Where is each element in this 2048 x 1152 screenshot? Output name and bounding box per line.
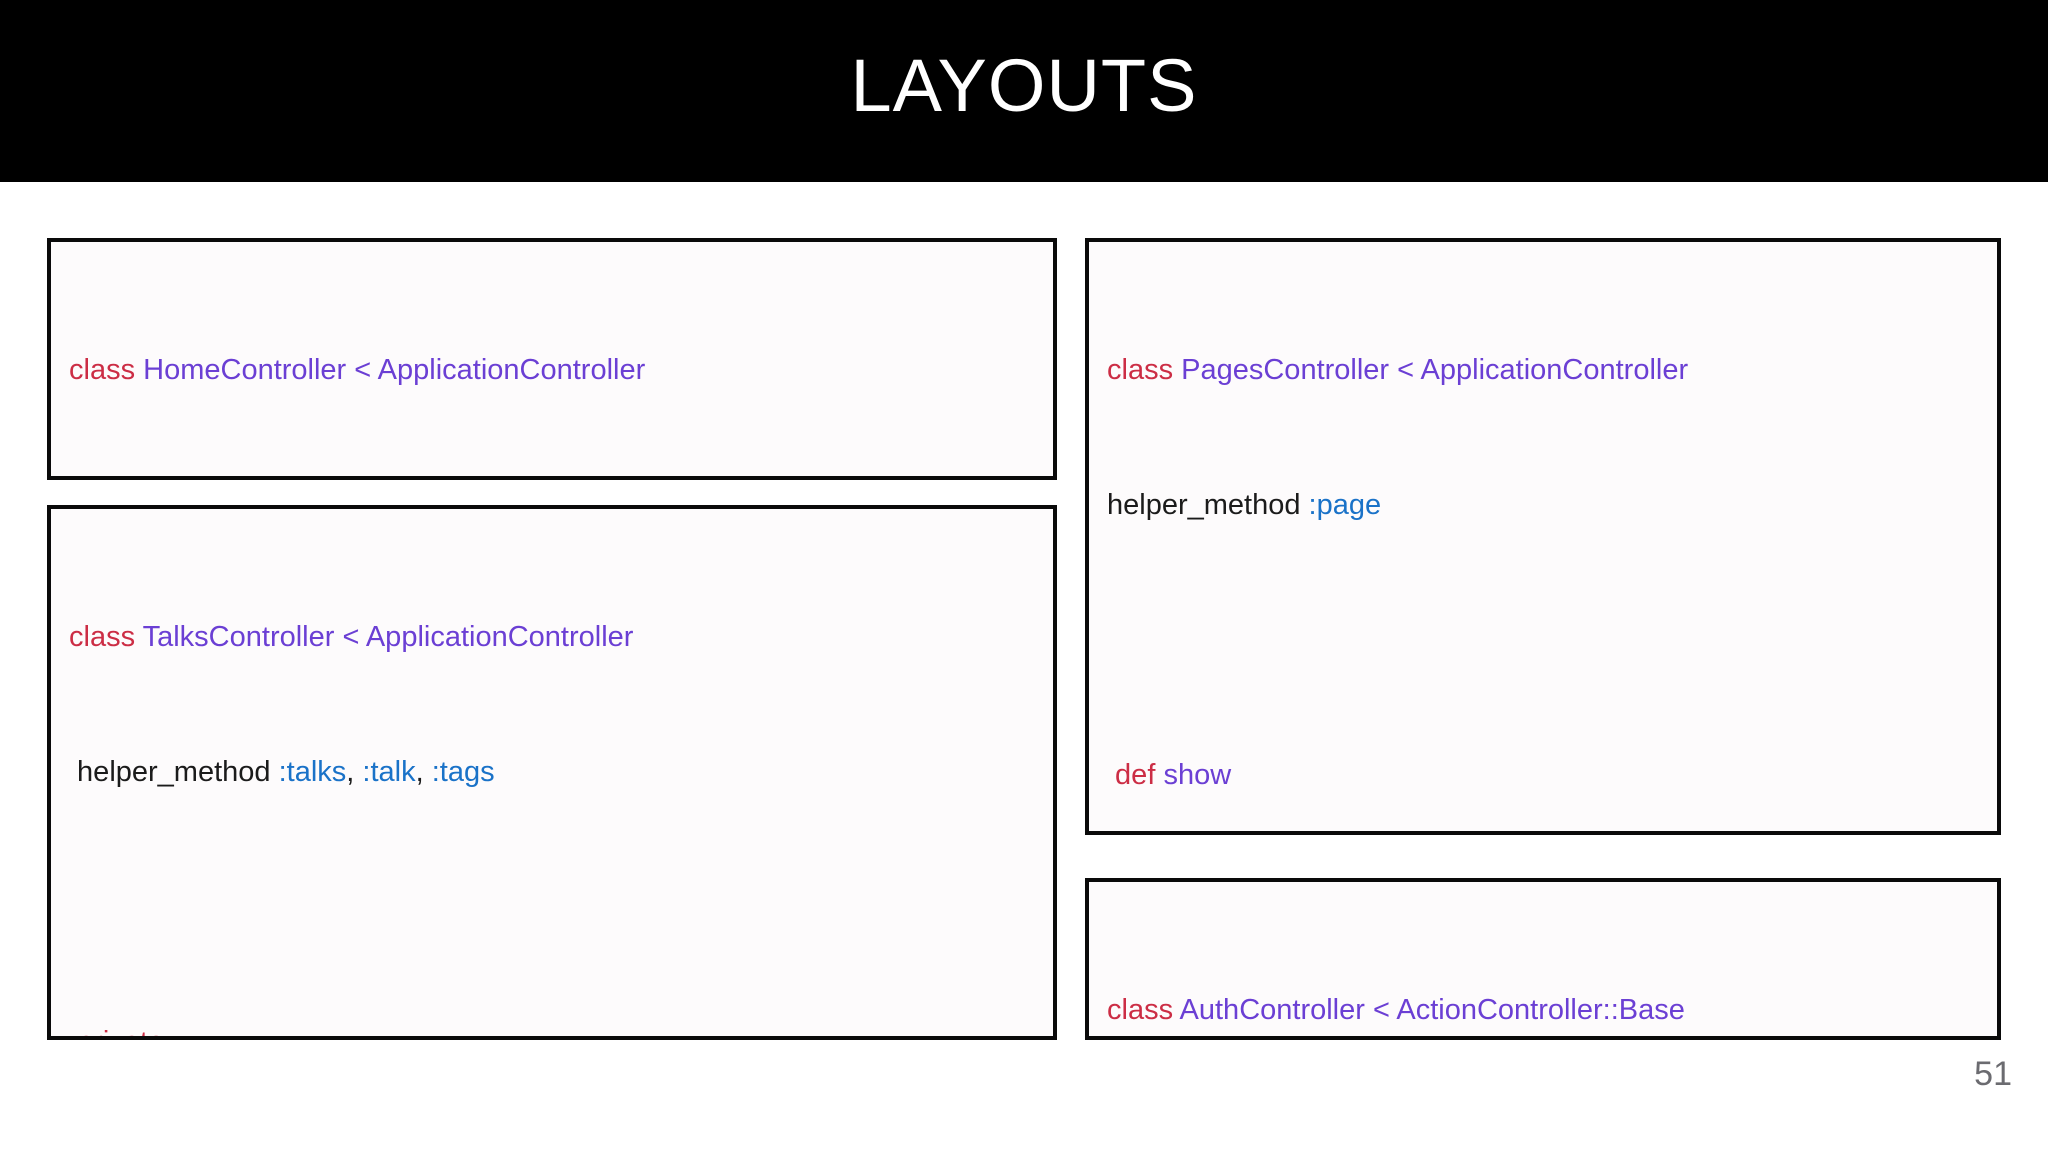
code-line: class AuthController < ActionController:… <box>1107 988 1979 1033</box>
code-block-pages-controller: class PagesController < ApplicationContr… <box>1085 238 2001 835</box>
token-method-name: show <box>1163 759 1232 791</box>
token-symbol: :talks <box>278 756 347 788</box>
token-class-name: HomeController < ApplicationController <box>143 354 646 386</box>
code-line-blank <box>69 885 1035 930</box>
page-title: LAYOUTS <box>850 44 1198 127</box>
token-plain: helper_method <box>69 756 279 788</box>
code-line: helper_method :talks, :talk, :tags <box>69 750 1035 795</box>
code-line: def show <box>1107 753 1979 798</box>
code-line-blank <box>1107 618 1979 663</box>
token-symbol: :tags <box>431 756 495 788</box>
token-plain: , <box>346 756 363 788</box>
token-keyword: private <box>69 1026 164 1036</box>
token-symbol: :page <box>1308 489 1382 521</box>
token-class-name: TalksController < ApplicationController <box>142 621 634 653</box>
token-plain: helper_method <box>1107 489 1309 521</box>
code-block-auth-controller: class AuthController < ActionController:… <box>1085 878 2001 1040</box>
code-block-home-controller: class HomeController < ApplicationContro… <box>47 238 1057 480</box>
code-line: class PagesController < ApplicationContr… <box>1107 348 1979 393</box>
code-content-auth-controller: class AuthController < ActionController:… <box>1089 882 1997 1036</box>
code-content-talks-controller: class TalksController < ApplicationContr… <box>51 509 1053 1036</box>
code-line: helper_method :page <box>1107 483 1979 528</box>
token-keyword: def <box>1107 759 1164 791</box>
token-plain: , <box>415 756 432 788</box>
code-content-pages-controller: class PagesController < ApplicationContr… <box>1089 242 1997 831</box>
token-class-name: PagesController < ApplicationController <box>1181 354 1689 386</box>
code-block-talks-controller: class TalksController < ApplicationContr… <box>47 505 1057 1040</box>
page-number: 51 <box>1974 1055 2012 1093</box>
code-line: private <box>69 1020 1035 1036</box>
code-line: class TalksController < ApplicationContr… <box>69 615 1035 660</box>
slide-header-bar <box>0 0 2048 182</box>
token-keyword: class <box>69 621 143 653</box>
token-keyword: class <box>69 354 144 386</box>
code-line: class HomeController < ApplicationContro… <box>69 348 1035 393</box>
code-content-home-controller: class HomeController < ApplicationContro… <box>51 242 1053 476</box>
token-keyword: class <box>1107 354 1182 386</box>
token-symbol: :talk <box>362 756 416 788</box>
token-class-name: AuthController < ActionController::Base <box>1179 994 1685 1026</box>
token-keyword: class <box>1107 994 1180 1026</box>
